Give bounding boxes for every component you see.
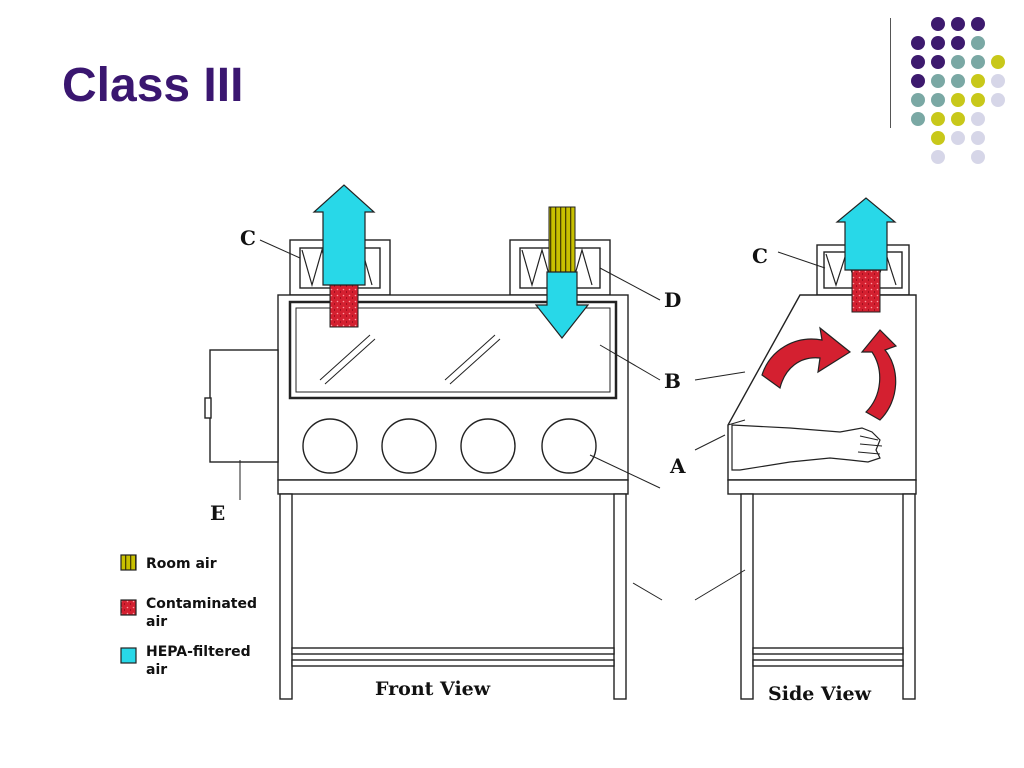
decorative-dot: [951, 131, 965, 145]
viewing-window: [288, 300, 618, 400]
legend-label-room-air: Room air: [146, 556, 217, 572]
decorative-dot: [931, 55, 945, 69]
contaminated-air-column: [329, 284, 359, 328]
decorative-dot: [991, 74, 1005, 88]
decorative-dot: [911, 112, 925, 126]
decorative-dot: [971, 93, 985, 107]
side-exhaust-arrow-up: [835, 197, 897, 271]
exhaust-arrow-up: [312, 184, 376, 286]
legend-label-contaminated: Contaminated: [146, 596, 257, 612]
decorative-dot: [971, 150, 985, 164]
decorative-dot: [931, 131, 945, 145]
callout-e: E: [210, 501, 225, 525]
stand-leg: [279, 493, 293, 700]
glove-port: [381, 418, 437, 474]
glove-port: [541, 418, 597, 474]
circulation-arrow: [860, 329, 898, 421]
legend-swatch-hepa-air: [120, 647, 137, 664]
supply-arrow-down: [534, 271, 590, 339]
decorative-dot: [951, 74, 965, 88]
legend-swatch-contaminated-air: [120, 599, 137, 616]
pass-through-box: [209, 349, 279, 463]
stand-leg: [740, 493, 754, 700]
decorative-dot: [991, 55, 1005, 69]
decorative-dot: [931, 17, 945, 31]
decorative-dot: [971, 112, 985, 126]
circulation-arrow: [761, 326, 852, 390]
decorative-dot: [951, 93, 965, 107]
legend: Room air Contaminated air HEPA-filtered …: [120, 554, 257, 678]
slide-title: Class III: [62, 59, 244, 112]
legend-label-contaminated-2: air: [146, 614, 167, 630]
side-view-label: Side View: [768, 683, 872, 705]
decorative-dot: [971, 17, 985, 31]
decorative-dot: [951, 17, 965, 31]
decorative-dot: [931, 93, 945, 107]
decorative-dot: [971, 131, 985, 145]
side-airflow: [761, 197, 898, 421]
decorative-dot: [951, 112, 965, 126]
title-divider: [890, 18, 891, 128]
stand-leg: [613, 493, 627, 700]
decorative-dot: [971, 74, 985, 88]
callout-d: D: [664, 288, 681, 312]
decorative-dot: [931, 112, 945, 126]
legend-label-hepa: HEPA-filtered: [146, 644, 251, 660]
room-air-column: [548, 206, 576, 273]
callout-a: A: [669, 454, 686, 478]
decorative-dot: [911, 74, 925, 88]
decorative-dot: [911, 55, 925, 69]
callout-c-side: C: [752, 244, 768, 268]
glove-port: [302, 418, 358, 474]
cabinet-stand-top: [277, 479, 629, 495]
decorative-dot-grid: [911, 17, 1005, 164]
decorative-dot: [971, 55, 985, 69]
callout-b: B: [664, 369, 681, 393]
decorative-dot: [991, 93, 1005, 107]
decorative-dot: [931, 150, 945, 164]
side-view: [727, 244, 917, 700]
stand-leg: [902, 493, 916, 700]
decorative-dot: [931, 74, 945, 88]
glove-port: [460, 418, 516, 474]
decorative-dot: [931, 36, 945, 50]
callout-c-front: C: [240, 226, 256, 250]
decorative-dot: [911, 36, 925, 50]
legend-swatch-room-air: [120, 554, 137, 571]
front-view-label: Front View: [375, 678, 491, 700]
decorative-dot: [951, 55, 965, 69]
glove-arm: [731, 424, 881, 471]
decorative-dot: [911, 93, 925, 107]
legend-label-hepa-2: air: [146, 662, 167, 678]
front-airflow: [312, 184, 590, 339]
decorative-dot: [971, 36, 985, 50]
decorative-dot: [951, 36, 965, 50]
